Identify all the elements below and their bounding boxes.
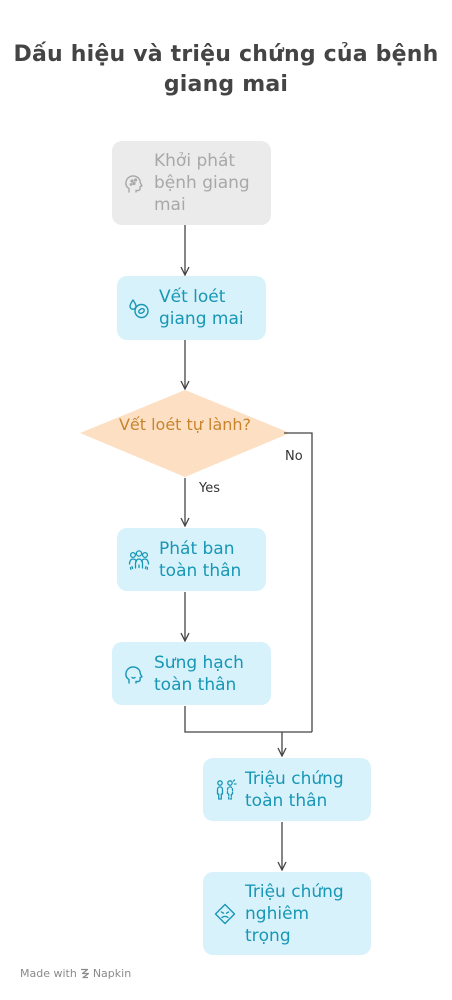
warning-face-icon [214, 903, 236, 924]
decision-diamond [80, 390, 290, 477]
node-onset-label: Khởi phát bệnh giang mai [154, 151, 250, 215]
node-systemic: Triệu chứng toàn thân [203, 758, 371, 821]
head-virus-icon [125, 175, 143, 193]
node-onset: Khởi phát bệnh giang mai [112, 141, 271, 225]
node-lymph: Sưng hạch toàn thân [112, 642, 271, 705]
edge-label-yes: Yes [199, 481, 220, 496]
person-symptoms-icon [216, 778, 237, 800]
head-profile-icon [125, 665, 143, 684]
node-chancre: Vết loét giang mai [117, 276, 266, 340]
node-chancre-label: Vết loét giang mai [159, 287, 244, 329]
title-line-2: giang mai [163, 72, 289, 97]
node-lymph-label: Sưng hạch toàn thân [154, 652, 244, 695]
footer-made-with: Made with Napkin [20, 967, 131, 980]
node-severe-label: Triệu chứng nghiêm trọng [245, 881, 344, 946]
title-line-1: Dấu hiệu và triệu chứng của bệnh [13, 42, 439, 67]
people-rash-icon [128, 549, 150, 570]
napkin-logo-icon [80, 968, 89, 979]
node-rash-label: Phát ban toàn thân [159, 538, 242, 581]
node-rash: Phát ban toàn thân [117, 528, 266, 591]
node-systemic-label: Triệu chứng toàn thân [245, 768, 344, 811]
edge-lymph-merge [184, 706, 312, 733]
node-severe: Triệu chứng nghiêm trọng [203, 872, 371, 955]
blister-icon [129, 299, 149, 319]
made-with-label: Made with [20, 967, 77, 980]
napkin-brand: Napkin [92, 967, 132, 980]
decision-label: Vết loét tự lành? [118, 415, 252, 434]
diagram-title: Dấu hiệu và triệu chứng của bệnh giang m… [0, 40, 452, 100]
edge-decision-no [284, 432, 313, 732]
edge-label-no: No [285, 449, 303, 464]
